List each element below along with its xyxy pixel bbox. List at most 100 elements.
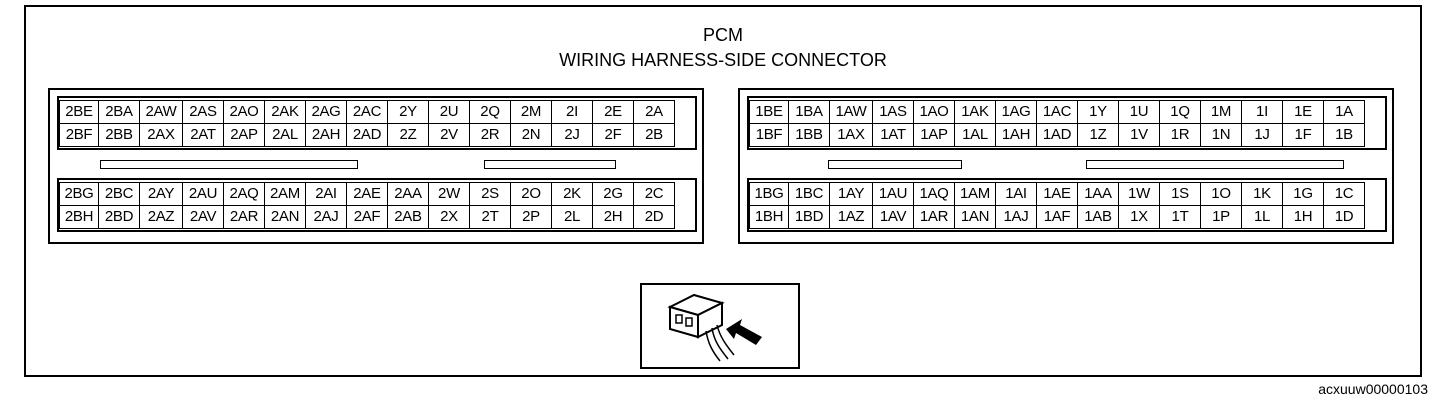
pin-cell: 2AE — [346, 182, 388, 206]
pin-cell: 2R — [469, 123, 511, 147]
pin-cell: 1AT — [872, 123, 914, 147]
pin-cell: 1BG — [749, 182, 789, 206]
pin-cell: 2AD — [346, 123, 388, 147]
pin-cell: 1AP — [913, 123, 955, 147]
pin-cell: 1R — [1159, 123, 1201, 147]
pin-cell: 2Q — [469, 100, 511, 124]
pin-cell: 1S — [1159, 182, 1201, 206]
pin-cell: 2H — [592, 205, 634, 229]
pin-cell: 1AN — [954, 205, 996, 229]
pin-cell: 2AY — [139, 182, 183, 206]
pin-cell: 2AC — [346, 100, 388, 124]
pin-cell: 1W — [1118, 182, 1160, 206]
pin-cell: 2J — [551, 123, 593, 147]
pin-cell: 1N — [1200, 123, 1242, 147]
pin-cell: 1Z — [1077, 123, 1119, 147]
diagram-frame: PCM WIRING HARNESS-SIDE CONNECTOR — [24, 5, 1422, 377]
pin-cell: 2AF — [346, 205, 388, 229]
pin-cell: 1AR — [913, 205, 955, 229]
pin-cell: 1AM — [954, 182, 996, 206]
pin-cell: 2AK — [264, 100, 306, 124]
pin-cell: 2T — [469, 205, 511, 229]
pin-cell: 1AK — [954, 100, 996, 124]
pin-cell: 1H — [1282, 205, 1324, 229]
pin-cell: 2BG — [59, 182, 99, 206]
pin-cell: 1AI — [995, 182, 1037, 206]
pin-cell: 2AO — [223, 100, 265, 124]
pin-cell: 2AI — [305, 182, 347, 206]
pin-cell: 1BD — [788, 205, 830, 229]
pin-cell: 2AN — [264, 205, 306, 229]
pin-cell: 1BA — [788, 100, 830, 124]
pin-cell: 1AH — [995, 123, 1037, 147]
pin-cell: 2I — [551, 100, 593, 124]
pin-cell: 2AZ — [139, 205, 183, 229]
pin-cell: 1O — [1200, 182, 1242, 206]
pin-cell: 2AB — [387, 205, 429, 229]
pin-cell: 1Y — [1077, 100, 1119, 124]
pin-cell: 1D — [1323, 205, 1365, 229]
pin-cell: 1AY — [829, 182, 873, 206]
pin-cell: 2W — [428, 182, 470, 206]
connector-2-lock-rib-right — [484, 160, 616, 169]
figure-code: acxuuw00000103 — [1318, 381, 1428, 397]
pin-cell: 1T — [1159, 205, 1201, 229]
pin-cell: 1BF — [749, 123, 789, 147]
pin-cell: 2O — [510, 182, 552, 206]
pin-cell: 2L — [551, 205, 593, 229]
pin-cell: 1AZ — [829, 205, 873, 229]
connector-1-lock-rib-right — [1086, 160, 1344, 169]
pin-cell: 2P — [510, 205, 552, 229]
pin-cell: 1J — [1241, 123, 1283, 147]
pin-cell: 2AU — [182, 182, 224, 206]
pin-cell: 2BH — [59, 205, 99, 229]
pin-cell: 2U — [428, 100, 470, 124]
pin-cell: 2AX — [139, 123, 183, 147]
pin-cell: 1AS — [872, 100, 914, 124]
pin-cell: 2AH — [305, 123, 347, 147]
pin-cell: 1F — [1282, 123, 1324, 147]
pin-cell: 2X — [428, 205, 470, 229]
pin-cell: 1Q — [1159, 100, 1201, 124]
pin-cell: 2AT — [182, 123, 224, 147]
pin-cell: 2V — [428, 123, 470, 147]
pin-cell: 1I — [1241, 100, 1283, 124]
pin-cell: 1AU — [872, 182, 914, 206]
pin-cell: 1AW — [829, 100, 873, 124]
pin-cell: 1AD — [1036, 123, 1078, 147]
pin-cell: 2AQ — [223, 182, 265, 206]
pin-cell: 2BF — [59, 123, 99, 147]
pin-cell: 2BA — [98, 100, 140, 124]
pin-cell: 1B — [1323, 123, 1365, 147]
pin-cell: 2Y — [387, 100, 429, 124]
pin-cell: 2B — [633, 123, 675, 147]
pin-cell: 1BE — [749, 100, 789, 124]
pin-cell: 2BB — [98, 123, 140, 147]
pin-cell: 1AB — [1077, 205, 1119, 229]
pin-cell: 1C — [1323, 182, 1365, 206]
pin-cell: 2S — [469, 182, 511, 206]
pin-cell: 1AE — [1036, 182, 1078, 206]
pin-cell: 2N — [510, 123, 552, 147]
pin-cell: 1U — [1118, 100, 1160, 124]
pin-cell: 1G — [1282, 182, 1324, 206]
connector-1-lock-rib-left — [828, 160, 962, 169]
pin-cell: 1V — [1118, 123, 1160, 147]
pin-cell: 1BH — [749, 205, 789, 229]
pin-cell: 1BB — [788, 123, 830, 147]
pin-cell: 2C — [633, 182, 675, 206]
pin-cell: 2A — [633, 100, 675, 124]
pin-cell: 1AJ — [995, 205, 1037, 229]
pin-cell: 2K — [551, 182, 593, 206]
pin-cell: 2AS — [182, 100, 224, 124]
